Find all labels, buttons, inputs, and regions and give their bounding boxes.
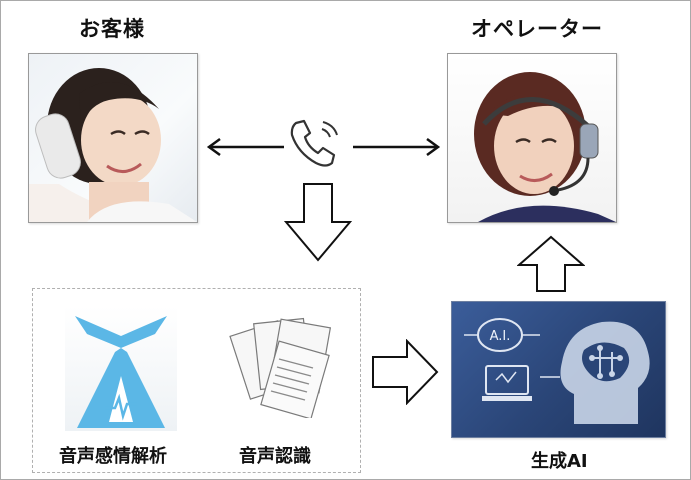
customer-photo [28, 53, 198, 223]
generative-ai-panel: A.I. [451, 301, 666, 438]
block-arrow-right-icon [372, 339, 439, 405]
phone-icon [290, 119, 338, 167]
emotion-analysis-label: 音声感情解析 [59, 446, 167, 467]
block-arrow-up-icon [517, 235, 585, 292]
customer-label: お客様 [79, 17, 145, 41]
customer-illustration [29, 68, 197, 222]
arrow-left-icon [206, 137, 284, 157]
documents-icon [229, 317, 332, 418]
emotion-analysis-icon [75, 316, 167, 428]
ai-badge-text: A.I. [490, 329, 511, 344]
arrow-right-icon [353, 137, 441, 157]
analysis-group [32, 288, 361, 473]
emotion-analysis-panel [65, 306, 177, 431]
block-arrow-down-icon [284, 183, 352, 262]
operator-photo [447, 53, 617, 223]
speech-recognition-label: 音声認識 [239, 446, 311, 467]
operator-label: オペレーター [471, 17, 603, 41]
generative-ai-label: 生成AI [531, 451, 588, 472]
operator-illustration [474, 72, 616, 222]
ai-illustration: A.I. [464, 318, 650, 424]
